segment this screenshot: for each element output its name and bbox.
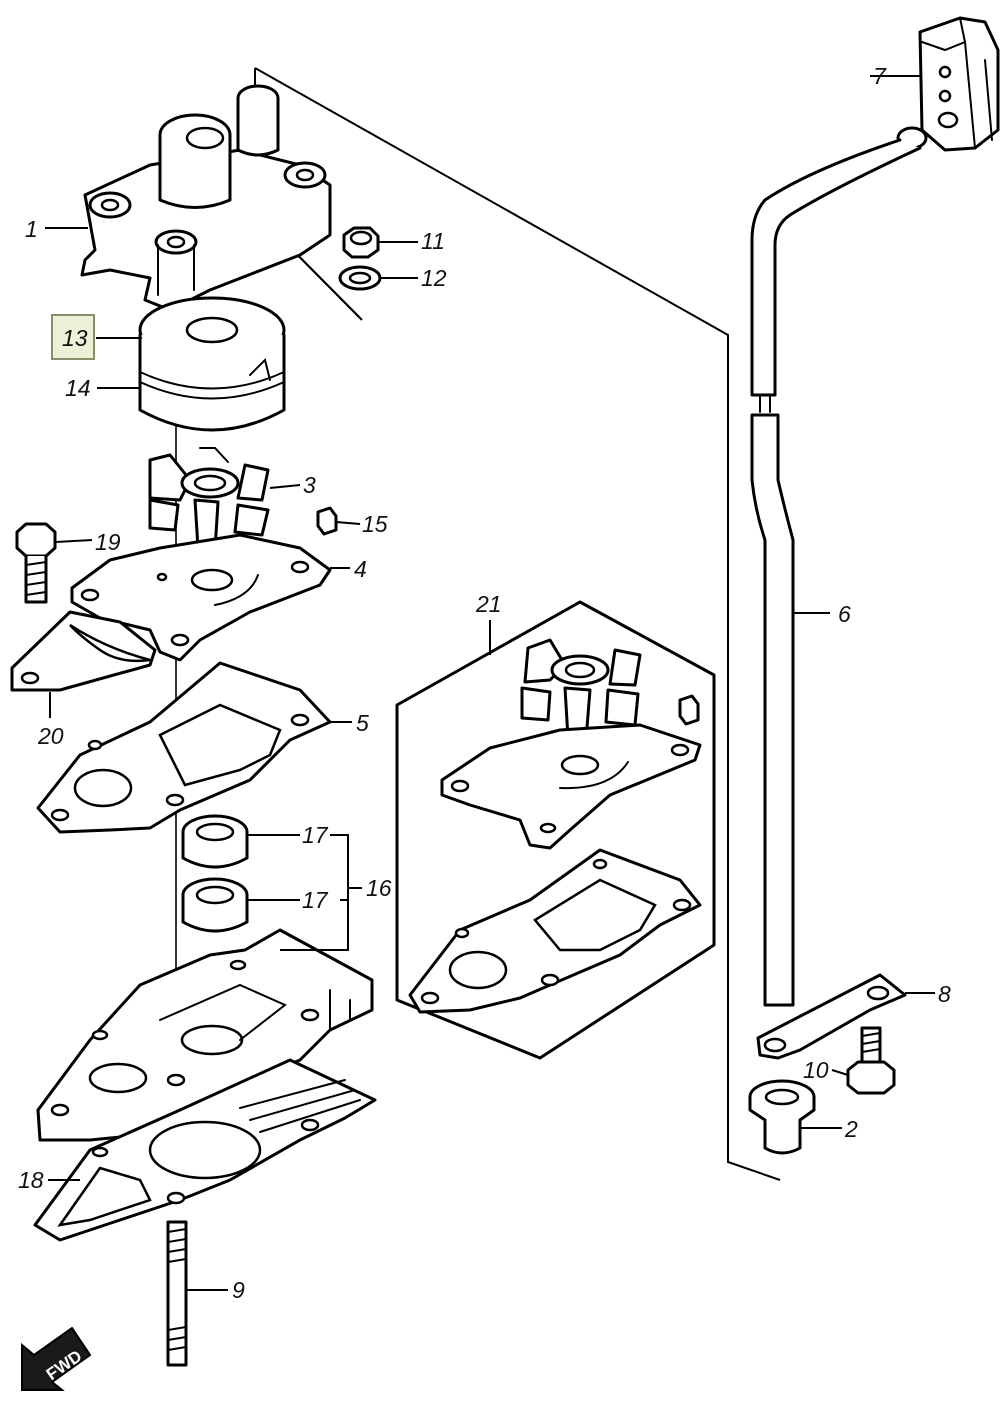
callout-1[interactable]: 1 <box>25 216 38 242</box>
callout-9[interactable]: 9 <box>232 1277 245 1303</box>
callout-17-lower[interactable]: 17 <box>302 887 329 913</box>
callout-4[interactable]: 4 <box>354 556 367 582</box>
callout-5[interactable]: 5 <box>356 710 369 736</box>
oil-seal-lower[interactable] <box>181 877 249 933</box>
bolt-19[interactable] <box>15 522 57 604</box>
plate-gasket-20[interactable] <box>10 610 157 692</box>
callout-17-upper[interactable]: 17 <box>302 822 329 848</box>
hose-holder[interactable] <box>918 16 1000 152</box>
callout-11[interactable]: 11 <box>421 228 445 254</box>
callout-2[interactable]: 2 <box>844 1116 858 1142</box>
washer[interactable] <box>338 265 382 291</box>
callout-20[interactable]: 20 <box>37 723 64 749</box>
callout-6[interactable]: 6 <box>838 601 851 627</box>
bolt-10[interactable] <box>846 1026 896 1095</box>
oil-seal-upper[interactable] <box>181 814 249 869</box>
callout-12[interactable]: 12 <box>421 265 447 291</box>
callout-19[interactable]: 19 <box>95 529 121 555</box>
lower-gasket-18[interactable] <box>33 1058 377 1242</box>
pump-case[interactable] <box>80 84 332 312</box>
callout-10[interactable]: 10 <box>803 1057 829 1083</box>
grommet[interactable] <box>748 1079 816 1155</box>
callout-16[interactable]: 16 <box>366 875 392 901</box>
assembly-boundary <box>254 67 781 1181</box>
stud-bolt[interactable] <box>166 1220 188 1367</box>
callout-3[interactable]: 3 <box>303 472 316 498</box>
impeller-key[interactable] <box>316 506 338 536</box>
callout-14[interactable]: 14 <box>65 375 91 401</box>
callout-8[interactable]: 8 <box>938 981 951 1007</box>
callout-labels: 1 2 3 4 5 6 7 8 9 10 11 12 13 14 15 16 1… <box>18 63 951 1303</box>
repair-kit-box[interactable] <box>395 600 716 1060</box>
callout-13[interactable]: 13 <box>62 325 88 351</box>
callout-21[interactable]: 21 <box>475 591 502 617</box>
leader-lines <box>45 75 935 1291</box>
pump-liner[interactable] <box>138 296 286 432</box>
hose-clamp-plate[interactable] <box>756 973 907 1060</box>
impeller-plate[interactable] <box>70 533 332 662</box>
nut[interactable] <box>342 226 380 259</box>
impeller[interactable] <box>148 447 270 552</box>
water-hose[interactable] <box>750 126 928 1007</box>
callout-7[interactable]: 7 <box>873 63 887 89</box>
callout-18[interactable]: 18 <box>18 1167 44 1193</box>
fwd-arrow-icon: FWD <box>21 1326 92 1391</box>
callout-15[interactable]: 15 <box>362 511 388 537</box>
callout-13-highlight <box>51 314 95 360</box>
pump-gasket-5[interactable] <box>36 661 332 834</box>
